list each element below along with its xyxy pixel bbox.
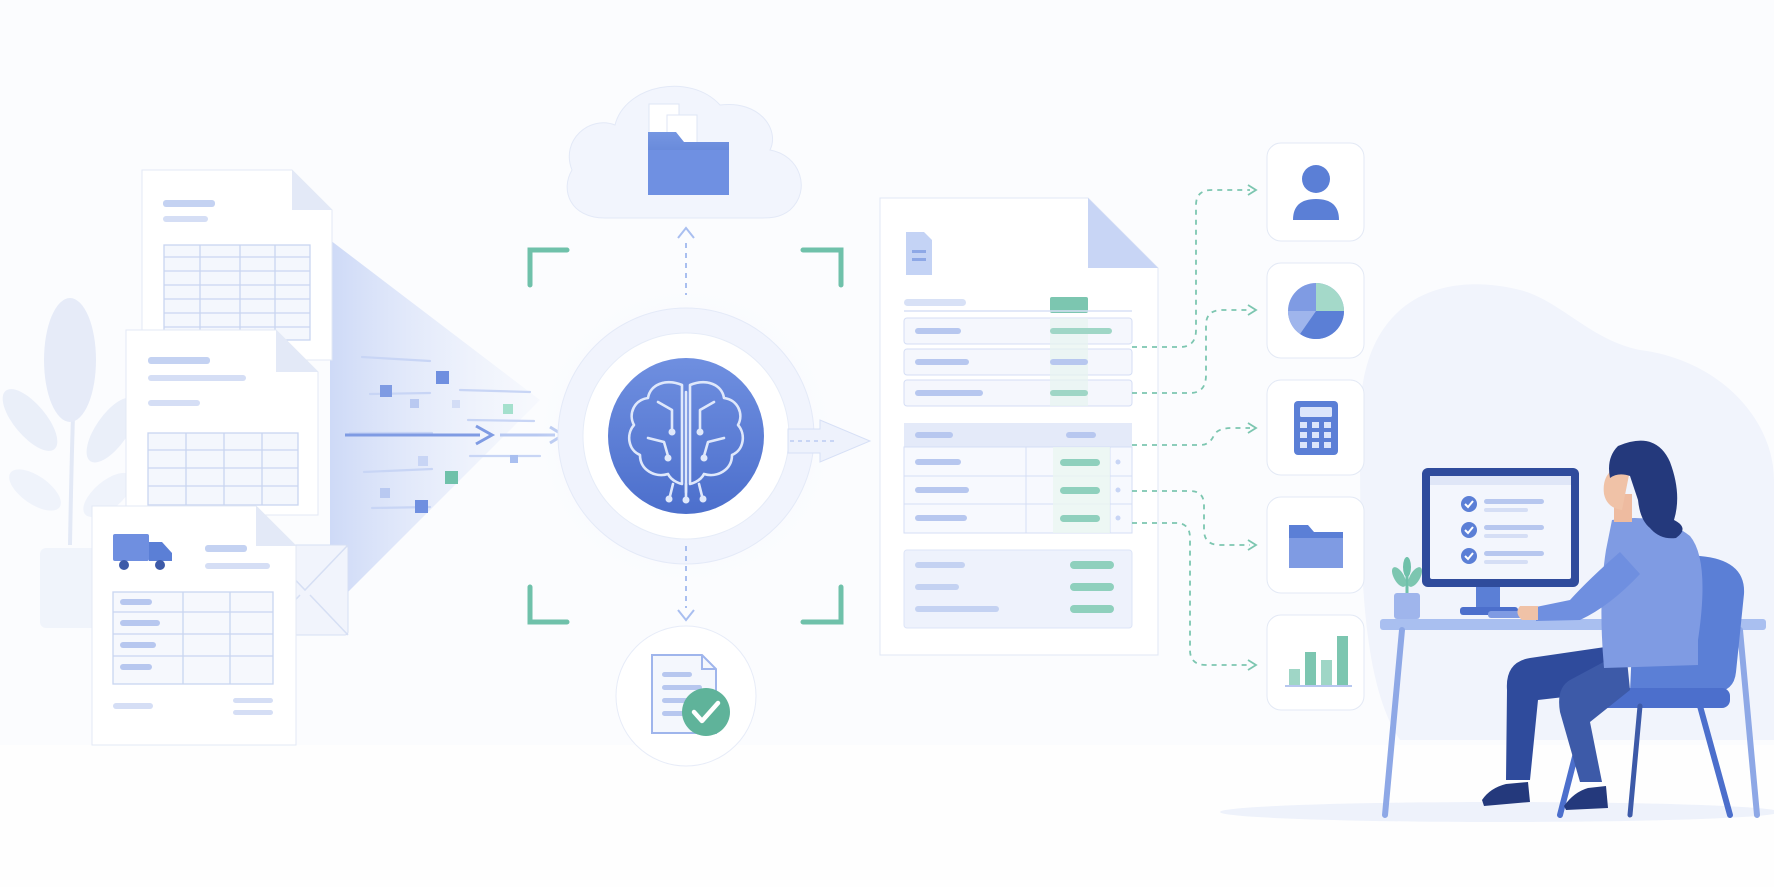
- document-icon: [906, 232, 932, 275]
- delivery-truck-icon: [113, 534, 172, 570]
- output-tile-user: [1266, 142, 1365, 242]
- checklist-screen: [1461, 496, 1544, 564]
- cloud-folder-icon: [566, 85, 802, 219]
- pie-chart-icon: [1287, 283, 1344, 340]
- folder-icon: [1289, 525, 1343, 568]
- desk-plant: [1392, 557, 1422, 619]
- calculator-icon: [1294, 401, 1338, 455]
- structured-output-document: [879, 197, 1159, 656]
- woman-at-computer: [1482, 440, 1703, 810]
- document-check-icon: [615, 625, 757, 767]
- office-workstation: [1380, 440, 1766, 818]
- input-funnel: [330, 240, 540, 610]
- key-value-fields: [903, 317, 1133, 407]
- output-tile-reporting: [1266, 614, 1365, 711]
- totals-section: [903, 549, 1133, 629]
- input-document-2: [125, 329, 319, 516]
- scan-frame-corners: [527, 247, 844, 625]
- input-document-invoice: [91, 505, 297, 746]
- computer-monitor: [1422, 468, 1579, 615]
- input-document-1: [141, 169, 333, 361]
- output-arrow: [787, 419, 872, 463]
- brain-circuit-icon: [608, 358, 764, 514]
- output-tile-analytics: [1266, 262, 1365, 359]
- line-items-table: [903, 423, 1133, 534]
- bar-chart-icon: [1285, 636, 1352, 687]
- output-tile-accounting: [1266, 379, 1365, 476]
- user-icon: [1293, 165, 1339, 220]
- output-tile-storage: [1266, 496, 1365, 594]
- output-connectors: [1132, 189, 1250, 666]
- connector-arrows: [677, 226, 695, 622]
